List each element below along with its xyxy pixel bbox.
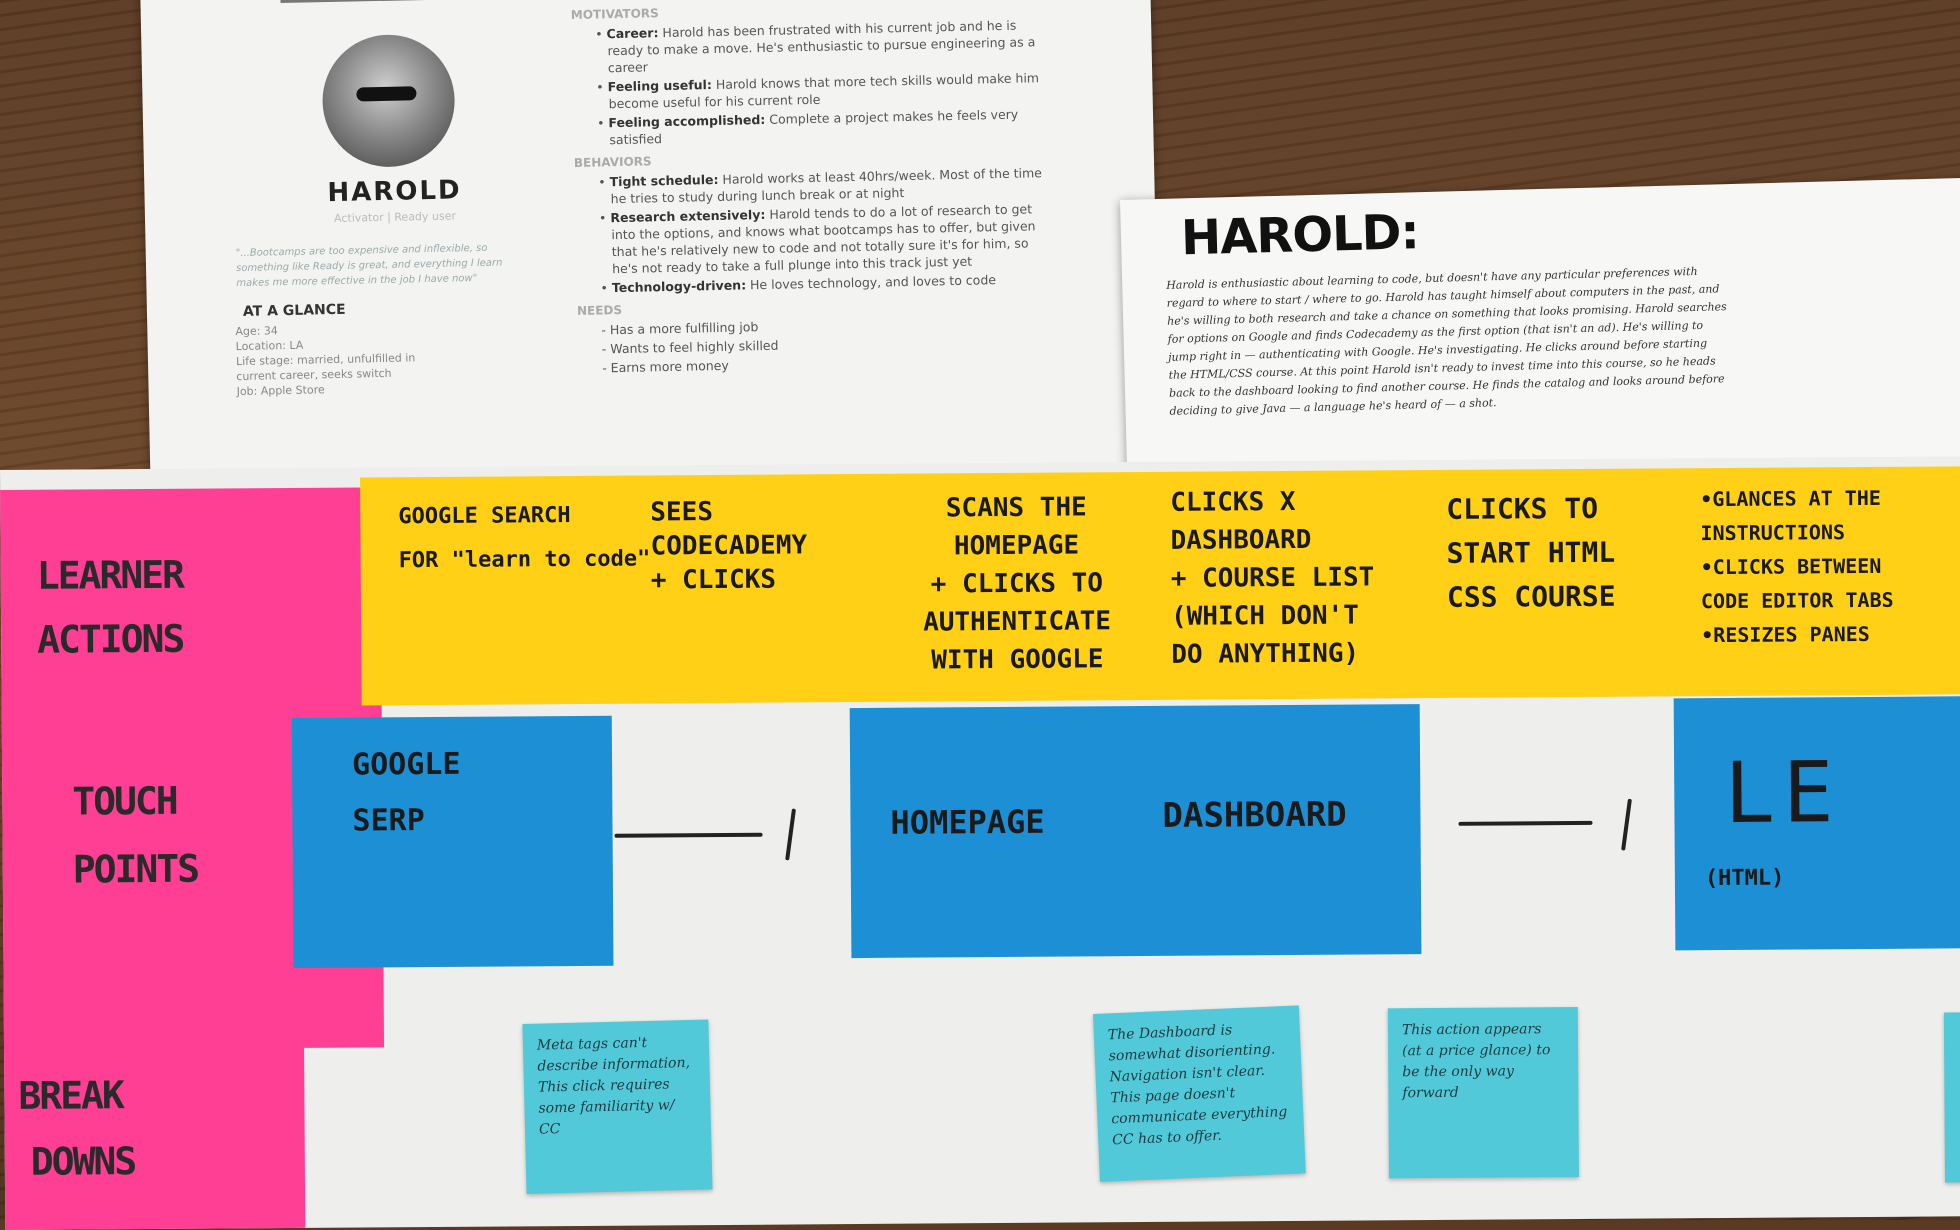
motivator-item: • Career: Harold has been frustrated wit… — [595, 17, 1036, 76]
motivator-item: • Feeling accomplished: Complete a proje… — [596, 106, 1019, 148]
breakdown-note-3: This action appears (at a price glance) … — [1387, 1006, 1579, 1179]
journey-map-board: LEARNER ACTIONS TOUCH POINTS BREAK DOWNS… — [0, 456, 1960, 1230]
breakdown-note-edge — [1943, 1012, 1960, 1183]
touchpoint-label-dashboard: DASHBOARD — [1162, 794, 1347, 836]
handwritten-persona-card: HAROLD: Harold is enthusiastic about lea… — [1120, 177, 1960, 500]
sunglasses-icon — [356, 86, 417, 102]
glance-list: Age: 34 Location: LA Life stage: married… — [235, 319, 477, 399]
label-touch: TOUCH — [72, 778, 177, 824]
touchpoint-label-homepage: HOMEPAGE — [890, 802, 1045, 842]
persona-quote: "...Bootcamps are too expensive and infl… — [235, 242, 503, 290]
persona-subtitle: Activator | Ready user — [333, 209, 457, 225]
divider-mark — [1621, 798, 1632, 851]
row-label-breakdowns: BREAK DOWNS — [3, 1027, 306, 1230]
handwritten-body: Harold is enthusiastic about learning to… — [1166, 264, 1727, 418]
label-downs: DOWNS — [30, 1139, 136, 1184]
persona-header-bar — [279, 0, 561, 4]
dash-mark — [1458, 820, 1593, 826]
breakdown-note-2: The Dashboard is somewhat disorienting. … — [1092, 1005, 1306, 1182]
label-learner: LEARNER — [36, 552, 184, 598]
label-actions: ACTIONS — [37, 616, 184, 662]
touchpoint-label-le: LE — [1723, 743, 1842, 842]
label-points: POINTS — [72, 846, 199, 892]
label-break: BREAK — [18, 1073, 123, 1118]
breakdown-note-1: Meta tags can't describe information, Th… — [522, 1019, 713, 1194]
persona-name: HAROLD — [327, 175, 462, 209]
divider-mark — [785, 808, 796, 861]
avatar — [321, 33, 456, 169]
handwritten-title: HAROLD: — [1180, 204, 1420, 267]
dash-mark — [614, 832, 763, 838]
touchpoint-label-html: (HTML) — [1704, 865, 1785, 892]
persona-printout: HAROLD Activator | Ready user "...Bootca… — [140, 0, 1161, 500]
persona-details: MOTIVATORS • Career: Harold has been fru… — [571, 0, 1049, 379]
glance-heading: AT A GLANCE — [242, 301, 346, 320]
behavior-item: • Research extensively: Harold tends to … — [598, 201, 1036, 277]
